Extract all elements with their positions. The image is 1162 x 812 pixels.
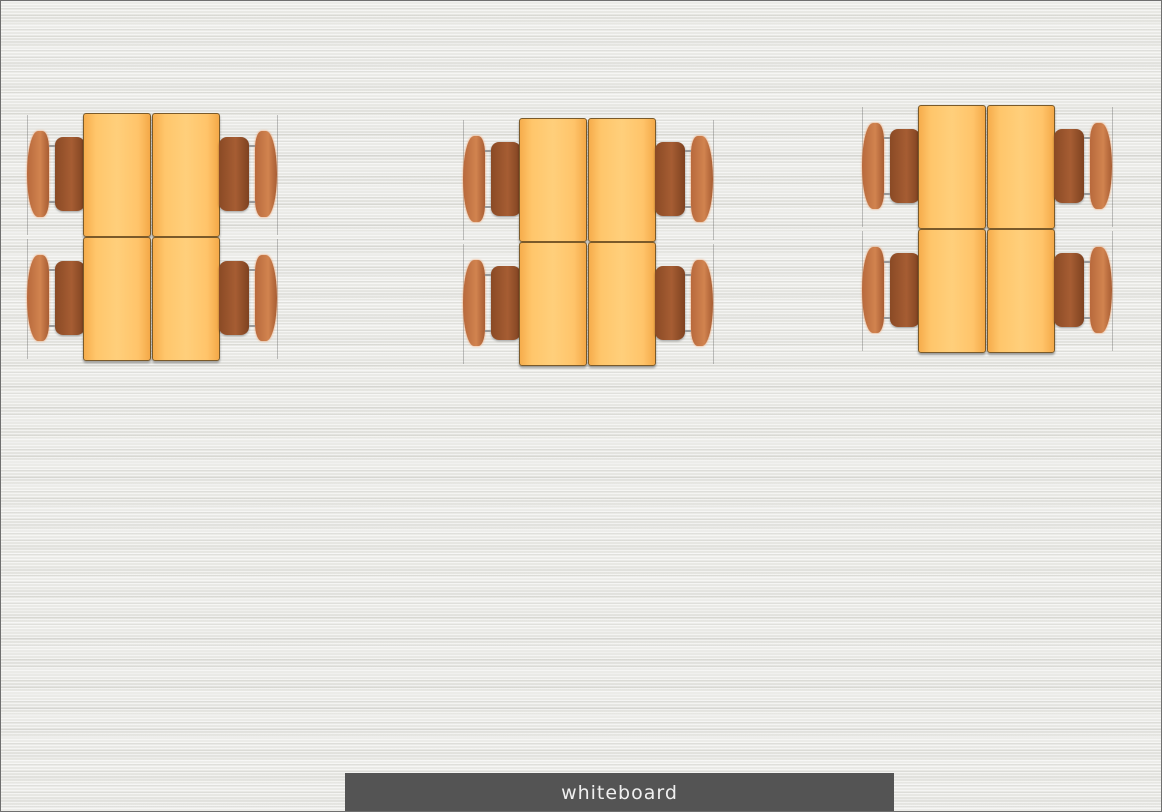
desk[interactable] [519, 242, 587, 366]
chair-seat [55, 261, 85, 335]
desk-unit-top[interactable] [461, 118, 715, 242]
chair-leg [485, 330, 491, 332]
chair-left[interactable] [463, 136, 523, 224]
chair-leg [884, 137, 890, 139]
chair-leg [485, 150, 491, 152]
chair-back [255, 131, 277, 217]
desk[interactable] [918, 105, 986, 229]
whiteboard-label: whiteboard [561, 782, 678, 804]
chair-seat [890, 253, 920, 327]
chair-seat [219, 137, 249, 211]
chair-seat [655, 266, 685, 340]
chair-leg [685, 150, 691, 152]
chair-seat [890, 129, 920, 203]
chair-leg [884, 193, 890, 195]
chair-leg [485, 274, 491, 276]
desk-unit-bottom[interactable] [860, 229, 1114, 353]
chair-seat [491, 142, 521, 216]
chair-back [255, 255, 277, 341]
chair-back [27, 255, 49, 341]
whiteboard[interactable]: whiteboard [345, 773, 894, 811]
desk-unit-bottom[interactable] [461, 242, 715, 366]
seat-zone-right [589, 244, 714, 364]
chair-back [862, 247, 884, 333]
chair-seat [1054, 253, 1084, 327]
desk[interactable] [83, 237, 151, 361]
chair-leg [1084, 137, 1090, 139]
chair-left[interactable] [463, 260, 523, 348]
seat-zone-right [988, 231, 1113, 351]
chair-right[interactable] [1052, 123, 1112, 211]
desk-unit-top[interactable] [860, 105, 1114, 229]
chair-right[interactable] [653, 260, 713, 348]
desk[interactable] [588, 118, 656, 242]
desk[interactable] [588, 242, 656, 366]
desk[interactable] [519, 118, 587, 242]
chair-right[interactable] [217, 255, 277, 343]
desk-group-2[interactable] [461, 118, 715, 368]
chair-right[interactable] [217, 131, 277, 219]
seat-zone-right [988, 107, 1113, 227]
chair-right[interactable] [1052, 247, 1112, 335]
chair-leg [49, 325, 55, 327]
chair-leg [485, 206, 491, 208]
desk-unit-top[interactable] [25, 113, 279, 237]
chair-back [691, 260, 713, 346]
desk[interactable] [152, 113, 220, 237]
chair-back [463, 260, 485, 346]
desk-group-1[interactable] [25, 113, 279, 363]
chair-seat [55, 137, 85, 211]
seat-zone-right [153, 115, 278, 235]
desk-group-3[interactable] [860, 105, 1114, 355]
chair-seat [655, 142, 685, 216]
chair-right[interactable] [653, 136, 713, 224]
chair-leg [1084, 261, 1090, 263]
chair-leg [249, 269, 255, 271]
chair-back [1090, 247, 1112, 333]
chair-left[interactable] [27, 255, 87, 343]
chair-leg [884, 261, 890, 263]
chair-back [691, 136, 713, 222]
chair-leg [685, 330, 691, 332]
chair-leg [49, 145, 55, 147]
seat-zone-right [153, 239, 278, 359]
desk[interactable] [987, 105, 1055, 229]
chair-left[interactable] [27, 131, 87, 219]
chair-leg [685, 206, 691, 208]
chair-back [463, 136, 485, 222]
chair-leg [49, 201, 55, 203]
desk-unit-bottom[interactable] [25, 237, 279, 361]
desk[interactable] [83, 113, 151, 237]
chair-back [862, 123, 884, 209]
chair-seat [491, 266, 521, 340]
desk[interactable] [987, 229, 1055, 353]
chair-leg [884, 317, 890, 319]
chair-leg [1084, 193, 1090, 195]
chair-leg [49, 269, 55, 271]
chair-leg [1084, 317, 1090, 319]
seat-zone-right [589, 120, 714, 240]
chair-back [27, 131, 49, 217]
chair-left[interactable] [862, 247, 922, 335]
chair-back [1090, 123, 1112, 209]
chair-seat [219, 261, 249, 335]
chair-seat [1054, 129, 1084, 203]
chair-leg [249, 145, 255, 147]
chair-left[interactable] [862, 123, 922, 211]
desk[interactable] [918, 229, 986, 353]
chair-leg [249, 325, 255, 327]
desk[interactable] [152, 237, 220, 361]
chair-leg [249, 201, 255, 203]
chair-leg [685, 274, 691, 276]
